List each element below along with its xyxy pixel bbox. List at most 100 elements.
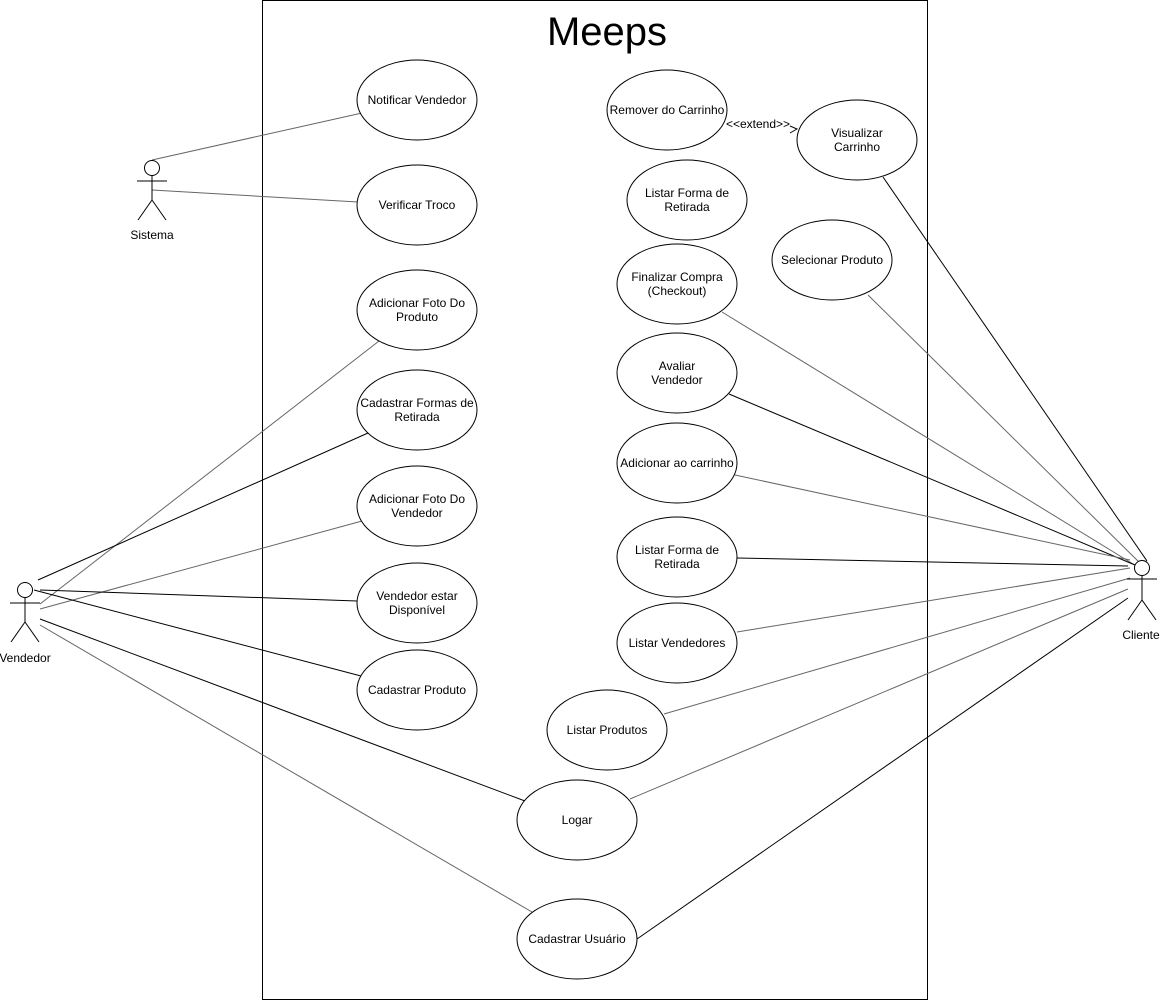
assoc-cliente-selecionar-produto <box>867 294 1143 566</box>
use-case-shape <box>516 898 638 980</box>
system-title: Meeps <box>547 10 667 54</box>
use-case-shape <box>356 649 478 731</box>
use-case-cadastrar-produto[interactable]: Cadastrar Produto <box>356 649 478 731</box>
assoc-vendedor-cadastrar-produto <box>33 589 362 677</box>
use-case-label: Listar Produtos <box>567 723 648 737</box>
assoc-vendedor-vendedor-disponivel <box>39 589 358 602</box>
use-case-cadastrar-usuario[interactable]: Cadastrar Usuário <box>516 898 638 980</box>
assoc-vendedor-logar <box>39 618 526 802</box>
extend-arrowhead <box>789 125 799 134</box>
use-case-label: Notificar Vendedor <box>368 93 467 107</box>
actor-left-leg <box>137 199 153 221</box>
use-case-label: Selecionar Produto <box>781 253 883 267</box>
actor-right-leg <box>24 621 40 643</box>
use-case-shape <box>616 602 738 684</box>
assoc-vendedor-cadastrar-usuario <box>39 624 533 913</box>
actor-right-leg <box>151 199 167 221</box>
use-case-label: Cadastrar Produto <box>368 683 466 697</box>
use-case-shape <box>546 689 668 771</box>
extend-label: <<extend>> <box>726 117 790 131</box>
assoc-cliente-listar-vendedores <box>736 567 1131 633</box>
use-case-shape <box>356 269 478 351</box>
use-case-shape <box>516 779 638 861</box>
use-case-shape <box>616 516 738 598</box>
actor-head <box>144 160 160 176</box>
use-case-label: Remover do Carrinho <box>610 103 725 117</box>
use-case-listar-produtos[interactable]: Listar Produtos <box>546 689 668 771</box>
use-case-shape <box>771 219 893 301</box>
use-case-label: Visualizar <box>831 126 883 140</box>
actor-head <box>1134 560 1150 576</box>
assoc-cliente-avaliar-vendedor <box>728 393 1136 566</box>
use-case-notificar-vendedor[interactable]: Notificar Vendedor <box>356 59 478 141</box>
assoc-cliente-visualizar-carrinho <box>882 176 1148 562</box>
use-case-label: Cadastrar Formas de <box>360 396 474 410</box>
assoc-cliente-listar-forma-retirada <box>736 557 1129 567</box>
assoc-cliente-finalizar-compra <box>721 311 1139 568</box>
assoc-cliente-adicionar-carrinho <box>734 474 1131 561</box>
use-case-label: Cadastrar Usuário <box>528 932 626 946</box>
assoc-vendedor-adicionar-foto-produto <box>39 340 380 605</box>
use-case-logar[interactable]: Logar <box>516 779 638 861</box>
use-case-shape <box>356 562 478 644</box>
assoc-vendedor-adicionar-foto-vendedor <box>39 520 363 610</box>
use-case-shape <box>616 332 738 414</box>
use-case-shape <box>356 59 478 141</box>
use-case-selecionar-produto[interactable]: Selecionar Produto <box>771 219 893 301</box>
use-case-remover-carrinho[interactable]: Remover do Carrinho <box>606 69 728 151</box>
actor-label: Cliente <box>1122 628 1160 642</box>
actor-vendedor[interactable]: Vendedor <box>0 582 51 666</box>
associations <box>33 112 1148 940</box>
actor-label: Vendedor <box>0 651 51 665</box>
actor-left-leg <box>10 621 26 643</box>
use-case-finalizar-compra[interactable]: Finalizar Compra(Checkout) <box>616 243 738 325</box>
use-case-label: Vendedor <box>391 506 442 520</box>
use-case-shape <box>626 159 748 241</box>
assoc-cliente-listar-produtos <box>663 577 1131 715</box>
use-case-label: Listar Forma de <box>645 186 729 200</box>
use-case-label: Disponível <box>389 603 445 617</box>
use-case-label: Carrinho <box>834 140 880 154</box>
use-case-shape <box>616 422 738 504</box>
use-case-label: Vendedor estar <box>376 589 457 603</box>
use-case-shape <box>356 465 478 547</box>
actor-head <box>17 582 33 598</box>
use-case-label: Adicionar Foto Do <box>369 296 465 310</box>
actor-right-leg <box>1141 599 1157 621</box>
extend-relation: <<extend>> <box>726 117 799 134</box>
use-case-label: Produto <box>396 310 438 324</box>
actor-left-leg <box>1127 599 1143 621</box>
use-case-label: Finalizar Compra <box>631 270 723 284</box>
use-case-shape <box>356 369 478 451</box>
use-case-label: Retirada <box>654 557 700 571</box>
assoc-sistema-verificar-troco <box>151 189 359 203</box>
use-case-verificar-troco[interactable]: Verificar Troco <box>356 164 478 246</box>
assoc-cliente-cadastrar-usuario <box>636 597 1129 940</box>
use-case-label: Avaliar <box>659 359 695 373</box>
assoc-sistema-notificar-vendedor <box>151 112 363 161</box>
use-case-label: Adicionar ao carrinho <box>620 456 734 470</box>
use-case-label: Logar <box>562 813 593 827</box>
assoc-vendedor-cadastrar-formas-retirada <box>37 432 369 581</box>
use-case-label: Verificar Troco <box>379 198 456 212</box>
use-case-shape <box>796 99 918 181</box>
actor-sistema[interactable]: Sistema <box>130 160 174 243</box>
actor-cliente[interactable]: Cliente <box>1122 560 1160 643</box>
actor-label: Sistema <box>130 228 174 242</box>
use-case-shape <box>616 243 738 325</box>
use-case-shape <box>606 69 728 151</box>
use-case-label: Listar Vendedores <box>629 636 726 650</box>
use-case-label: Vendedor <box>651 373 702 387</box>
use-case-shape <box>356 164 478 246</box>
use-case-adicionar-carrinho[interactable]: Adicionar ao carrinho <box>616 422 738 504</box>
use-case-listar-vendedores[interactable]: Listar Vendedores <box>616 602 738 684</box>
